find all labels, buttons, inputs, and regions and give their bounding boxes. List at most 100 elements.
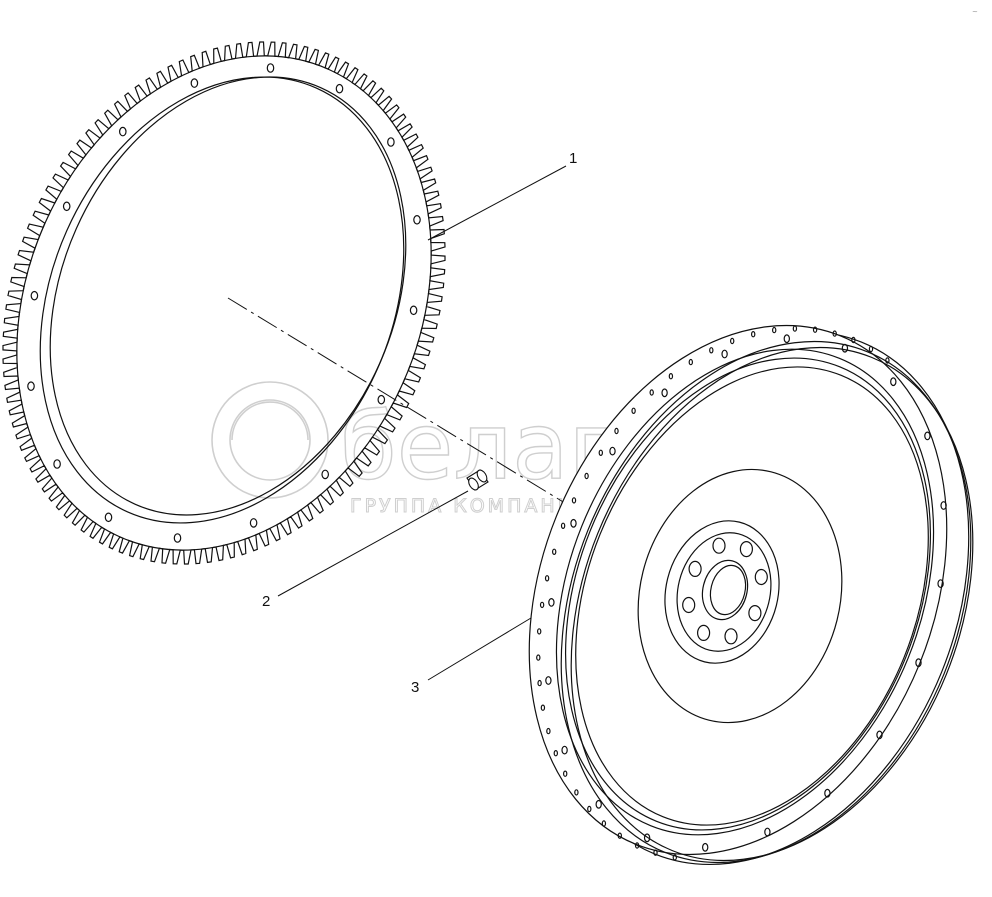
flywheel-face-hole <box>702 842 709 852</box>
flywheel-face-holes <box>545 334 947 852</box>
flywheel-face-hole <box>643 833 651 843</box>
gear-bolt-hole <box>249 518 258 528</box>
flywheel-rim-hole <box>617 832 623 839</box>
flywheel-face-hole <box>661 388 668 398</box>
callout-2: 2 <box>262 490 469 610</box>
flywheel-face-hole <box>548 598 555 607</box>
callout-3: 3 <box>411 617 532 696</box>
flywheel-bore-inner <box>709 564 747 616</box>
flywheel-face-hole <box>876 730 883 740</box>
flywheel-rim-hole <box>730 337 735 345</box>
gear-bolt-hole <box>409 305 418 316</box>
gear-bolt-hole <box>104 512 113 523</box>
flywheel-rim-hole <box>560 522 566 530</box>
gear-bolt-hole <box>387 137 395 147</box>
callout-2-label: 2 <box>262 593 270 610</box>
flywheel-rim-hole <box>792 325 798 332</box>
flywheel-face-hole <box>937 579 944 588</box>
gear-bolt-hole <box>27 381 35 391</box>
flywheel-rim-hole <box>587 805 592 813</box>
flywheel-hub-bolt-hole <box>696 624 711 642</box>
flywheel-rim-hole <box>539 601 545 609</box>
ring-gear <box>2 41 446 565</box>
callout-3-label: 3 <box>411 679 419 696</box>
flywheel-face-hole <box>570 518 577 528</box>
flywheel-rim-hole <box>812 326 818 333</box>
flywheel-rim-hole <box>614 427 619 435</box>
flywheel-rim-hole <box>653 849 658 856</box>
flywheel-rim-hole <box>571 497 577 504</box>
flywheel-rim-holes <box>536 325 890 861</box>
flywheel-center-disc <box>637 468 843 724</box>
flywheel-rim-hole <box>709 347 714 354</box>
callout-2-leader <box>277 490 469 597</box>
flywheel-rim-hole <box>868 345 874 353</box>
flywheel-rim-hole <box>772 326 777 334</box>
flywheel-hub-bolt-hole <box>724 628 738 645</box>
callout-1-leader <box>427 165 567 241</box>
flywheel-hub-bolt-hole <box>739 540 754 558</box>
corner-mark: ~ <box>972 8 978 16</box>
gear-bolt-hole <box>190 78 199 88</box>
flywheel-hub-bolt-hole <box>712 537 726 554</box>
flywheel-rim-hole <box>546 727 551 735</box>
flywheel-rim-hole <box>634 842 640 849</box>
ring-gear-holes <box>27 63 421 543</box>
center-axis-line <box>227 297 607 529</box>
flywheel-face-hole <box>924 431 931 441</box>
watermark-subtitle: ГРУППА КОМПАНИЙ <box>350 494 592 517</box>
flywheel-rim-hole <box>851 336 856 344</box>
callout-1-label: 1 <box>569 150 577 167</box>
flywheel-face-hole <box>721 349 728 359</box>
gear-bolt-hole <box>62 201 71 212</box>
gear-bolt-hole <box>266 63 275 73</box>
flywheel-face-hole <box>561 745 568 755</box>
flywheel-hub-bolt-hole <box>688 560 702 578</box>
flywheel-rim-hole <box>672 854 678 861</box>
flywheel-hub-inner <box>676 532 772 652</box>
gear-bolt-hole <box>119 126 127 137</box>
flywheel-rim-hole <box>552 548 557 556</box>
flywheel-rim-hole <box>601 820 607 827</box>
ring-gear-bore-inner <box>49 76 407 516</box>
flywheel-hub-holes <box>682 537 768 645</box>
flywheel-rim-hole <box>668 373 674 380</box>
gear-bolt-hole <box>335 83 344 94</box>
gear-bolt-hole <box>413 215 421 225</box>
flywheel-rim-hole <box>563 770 568 777</box>
flywheel-rim-hole <box>598 449 604 456</box>
watermark-logo-icon <box>211 381 329 499</box>
flywheel-rim-hole <box>553 750 559 757</box>
gear-bolt-hole <box>173 533 182 543</box>
flywheel-hub-bolt-hole <box>682 596 696 614</box>
flywheel-rim-hole <box>649 389 654 396</box>
flywheel-hub-outer <box>664 520 780 664</box>
flywheel-face-hole <box>940 501 947 510</box>
callout-1: 1 <box>427 150 577 241</box>
flywheel-face-step <box>575 366 929 826</box>
flywheel-face-outer <box>555 348 935 836</box>
flywheel-rim-groove-1 <box>560 340 972 864</box>
flywheel-rim-hole <box>536 654 541 661</box>
flywheel-face-hole <box>915 658 922 668</box>
flywheel-rim-hole <box>751 331 756 338</box>
gear-bolt-hole <box>53 459 61 469</box>
gear-bolt-hole <box>30 290 39 301</box>
flywheel-rim-hole <box>544 575 550 582</box>
flywheel-face-hole <box>824 788 831 798</box>
flywheel-rim-hole <box>540 704 546 711</box>
flywheel-face-hole <box>764 827 771 837</box>
flywheel-rim-hole <box>832 330 837 337</box>
flywheel-rim-groove-2 <box>570 346 974 862</box>
flywheel-face-hole <box>890 377 897 387</box>
flywheel-rim-hole <box>537 628 542 635</box>
flywheel-face-hole <box>545 676 552 685</box>
flywheel-rim-hole <box>584 472 589 480</box>
flywheel-face-hole <box>595 799 602 809</box>
flywheel-rim-hole <box>885 357 890 364</box>
callout-3-leader <box>427 617 532 681</box>
ring-gear-root <box>16 55 432 551</box>
flywheel <box>528 324 974 866</box>
flywheel-rim-hole <box>574 789 579 796</box>
